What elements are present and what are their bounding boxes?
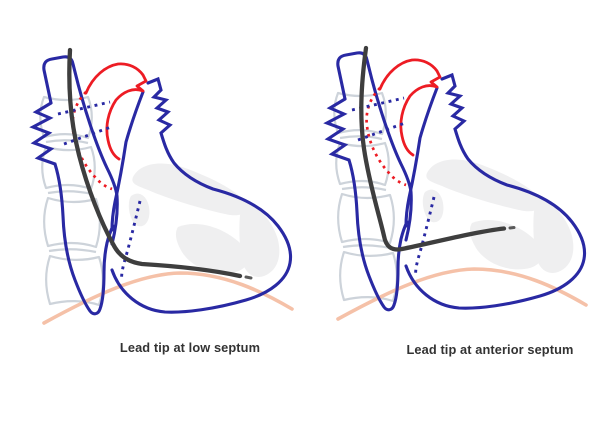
disc-line — [47, 190, 93, 196]
septum-dotted-line — [120, 200, 142, 282]
conduction-dotted-lines — [57, 100, 112, 146]
caption-low-septum: Lead tip at low septum — [119, 340, 261, 355]
heart-anatomy-base-copy — [325, 51, 588, 321]
atrial-appendage-outline — [84, 62, 148, 161]
spine-vertebrae — [39, 95, 104, 307]
heart-anatomy-base — [29, 55, 294, 325]
heart-outline — [29, 55, 293, 316]
heart-diagram-low-septum — [29, 47, 294, 325]
pacing-lead — [359, 45, 507, 252]
disc-line — [48, 248, 97, 254]
heart-diagram-anterior-septum — [325, 45, 588, 321]
pacing-lead — [67, 47, 243, 279]
ventricle-shading — [128, 163, 280, 277]
disc-line — [45, 139, 89, 145]
lead-tip-marker — [244, 275, 253, 280]
caption-anterior-septum: Lead tip at anterior septum — [406, 342, 574, 357]
lead-tip-marker — [508, 226, 516, 230]
